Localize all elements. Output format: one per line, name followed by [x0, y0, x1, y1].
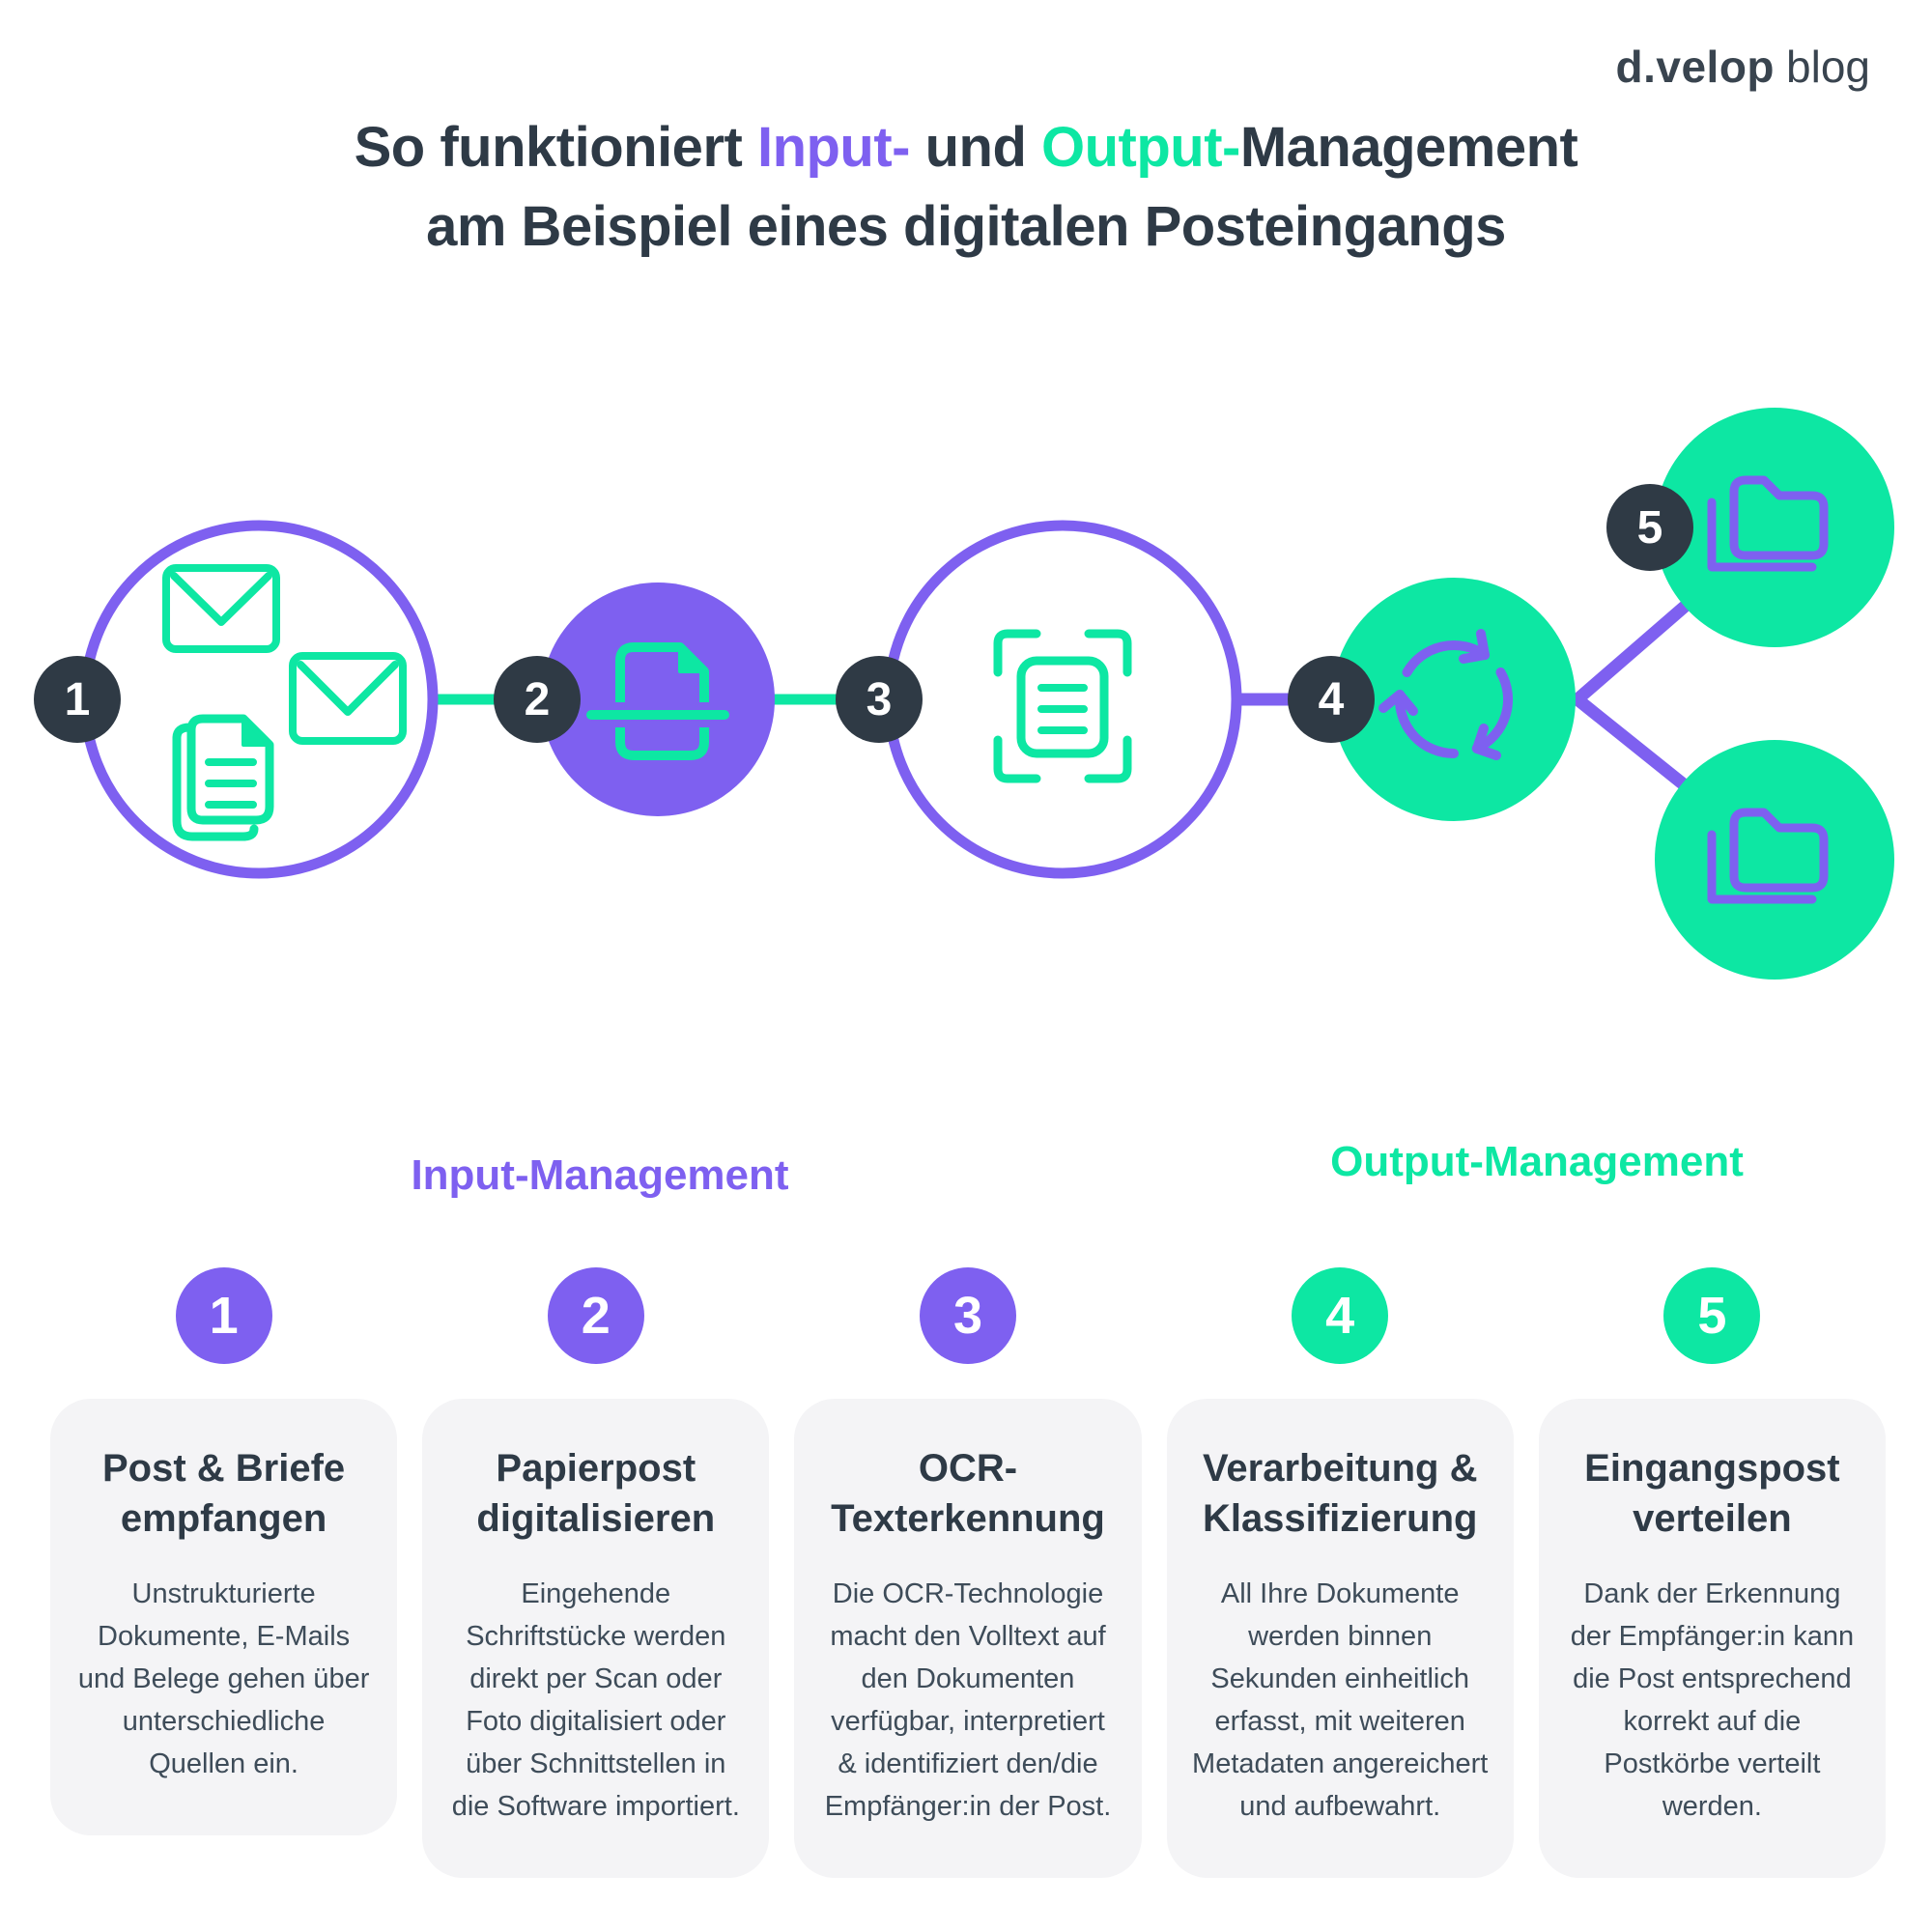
title-middle: und: [909, 116, 1041, 179]
sync-arrows-icon: [1378, 629, 1514, 760]
step-chip-5: 5: [1663, 1267, 1761, 1364]
document-back-sheet: [172, 723, 259, 841]
ocr-document: [1016, 656, 1109, 758]
step-circle-3: [883, 520, 1242, 879]
step-chip-3: 3: [919, 1267, 1016, 1364]
step-card-2: Papierpost digitalisieren Eingehende Sch…: [422, 1399, 770, 1878]
envelope-flap: [297, 661, 399, 716]
frame-corner-bl: [993, 735, 1041, 783]
step-card-1: Post & Briefe empfangen Unstrukturierte …: [50, 1399, 398, 1835]
step-card-4: Verarbeitung & Klassifizierung All Ihre …: [1166, 1399, 1514, 1878]
title-output-accent: Output-: [1041, 116, 1240, 179]
step-chip-2: 2: [547, 1267, 644, 1364]
folder-icon: [1707, 475, 1829, 572]
folder-stack-line: [1707, 497, 1817, 572]
sync-arc: [1402, 640, 1491, 677]
frame-corner-br: [1084, 735, 1132, 783]
step-chip-1: 1: [175, 1267, 272, 1364]
step-circle-5a: [1655, 408, 1894, 647]
step-circle-5b: [1655, 740, 1894, 980]
step-card-title: Post & Briefe empfangen: [102, 1447, 346, 1540]
step-card-body: Eingehende Schriftstücke werden direkt p…: [451, 1578, 740, 1822]
flow-badge-1: 1: [34, 656, 121, 743]
mail-and-documents-icon: [162, 564, 407, 841]
sync-arrowhead: [1378, 690, 1418, 716]
sync-arrowhead: [1459, 629, 1490, 664]
step-cards-row: Post & Briefe empfangen Unstrukturierte …: [50, 1399, 1886, 1878]
connector-4-5a: [1571, 598, 1693, 706]
folder-outline: [1729, 475, 1829, 560]
scan-document-outline: [615, 642, 709, 760]
envelope-icon: [289, 652, 407, 745]
ocr-frame-icon: [993, 629, 1132, 783]
sync-arc: [1395, 690, 1459, 758]
title-prefix: So funktioniert: [354, 116, 757, 179]
document-text-lines: [205, 758, 257, 809]
frame-corner-tl: [993, 629, 1041, 677]
step-circle-4: [1332, 578, 1576, 821]
envelope-icon: [162, 564, 280, 653]
sync-arc: [1471, 668, 1514, 753]
flow-badge-4: 4: [1288, 656, 1375, 743]
logo-suffix: blog: [1786, 42, 1870, 92]
step-card-body: Unstrukturierte Dokumente, E-Mails und B…: [77, 1578, 370, 1779]
flow-badge-2: 2: [494, 656, 581, 743]
step-card-title: Verarbeitung & Klassifizierung: [1202, 1447, 1478, 1540]
output-management-label: Output-Management: [1330, 1138, 1744, 1185]
scan-document-fold: [678, 645, 706, 673]
title-suffix: Management: [1239, 116, 1578, 179]
document-scan-icon: [586, 642, 729, 760]
envelope-flap: [170, 572, 272, 626]
flow-badge-3: 3: [836, 656, 923, 743]
step-card-5: Eingangspost verteilen Dank der Erkennun…: [1538, 1399, 1886, 1878]
step-card-title: Eingangspost verteilen: [1584, 1447, 1840, 1540]
page-title: So funktioniert Input- und Output-Manage…: [0, 108, 1932, 267]
step-chip-4: 4: [1292, 1267, 1389, 1364]
document-fold: [242, 717, 271, 747]
step-card-body: All Ihre Dokumente werden binnen Sekunde…: [1192, 1578, 1489, 1822]
step-card-body: Die OCR-Technologie macht den Volltext a…: [824, 1578, 1112, 1822]
step-card-3: OCR-Texterkennung Die OCR-Technologie ma…: [794, 1399, 1142, 1878]
ocr-text-lines: [1037, 684, 1088, 734]
sync-arrowhead: [1472, 724, 1501, 760]
flow-badge-5: 5: [1606, 484, 1693, 571]
title-line-2: am Beispiel eines digitalen Posteingangs: [426, 195, 1506, 258]
frame-corner-tr: [1084, 629, 1132, 677]
step-chips-row: 1 2 3 4 5: [50, 1267, 1886, 1364]
title-line-1: So funktioniert Input- und Output-Manage…: [0, 108, 1932, 187]
step-card-body: Dank der Erkennung der Empfänger:in kann…: [1570, 1578, 1855, 1822]
title-input-accent: Input-: [756, 116, 911, 179]
input-management-label: Input-Management: [411, 1151, 789, 1199]
step-card-title: Papierpost digitalisieren: [476, 1447, 716, 1540]
step-circle-2: [541, 582, 775, 816]
connector-4-5b: [1571, 693, 1691, 792]
logo-brand: d.velop: [1615, 42, 1776, 92]
step-card-title: OCR-Texterkennung: [831, 1447, 1105, 1540]
